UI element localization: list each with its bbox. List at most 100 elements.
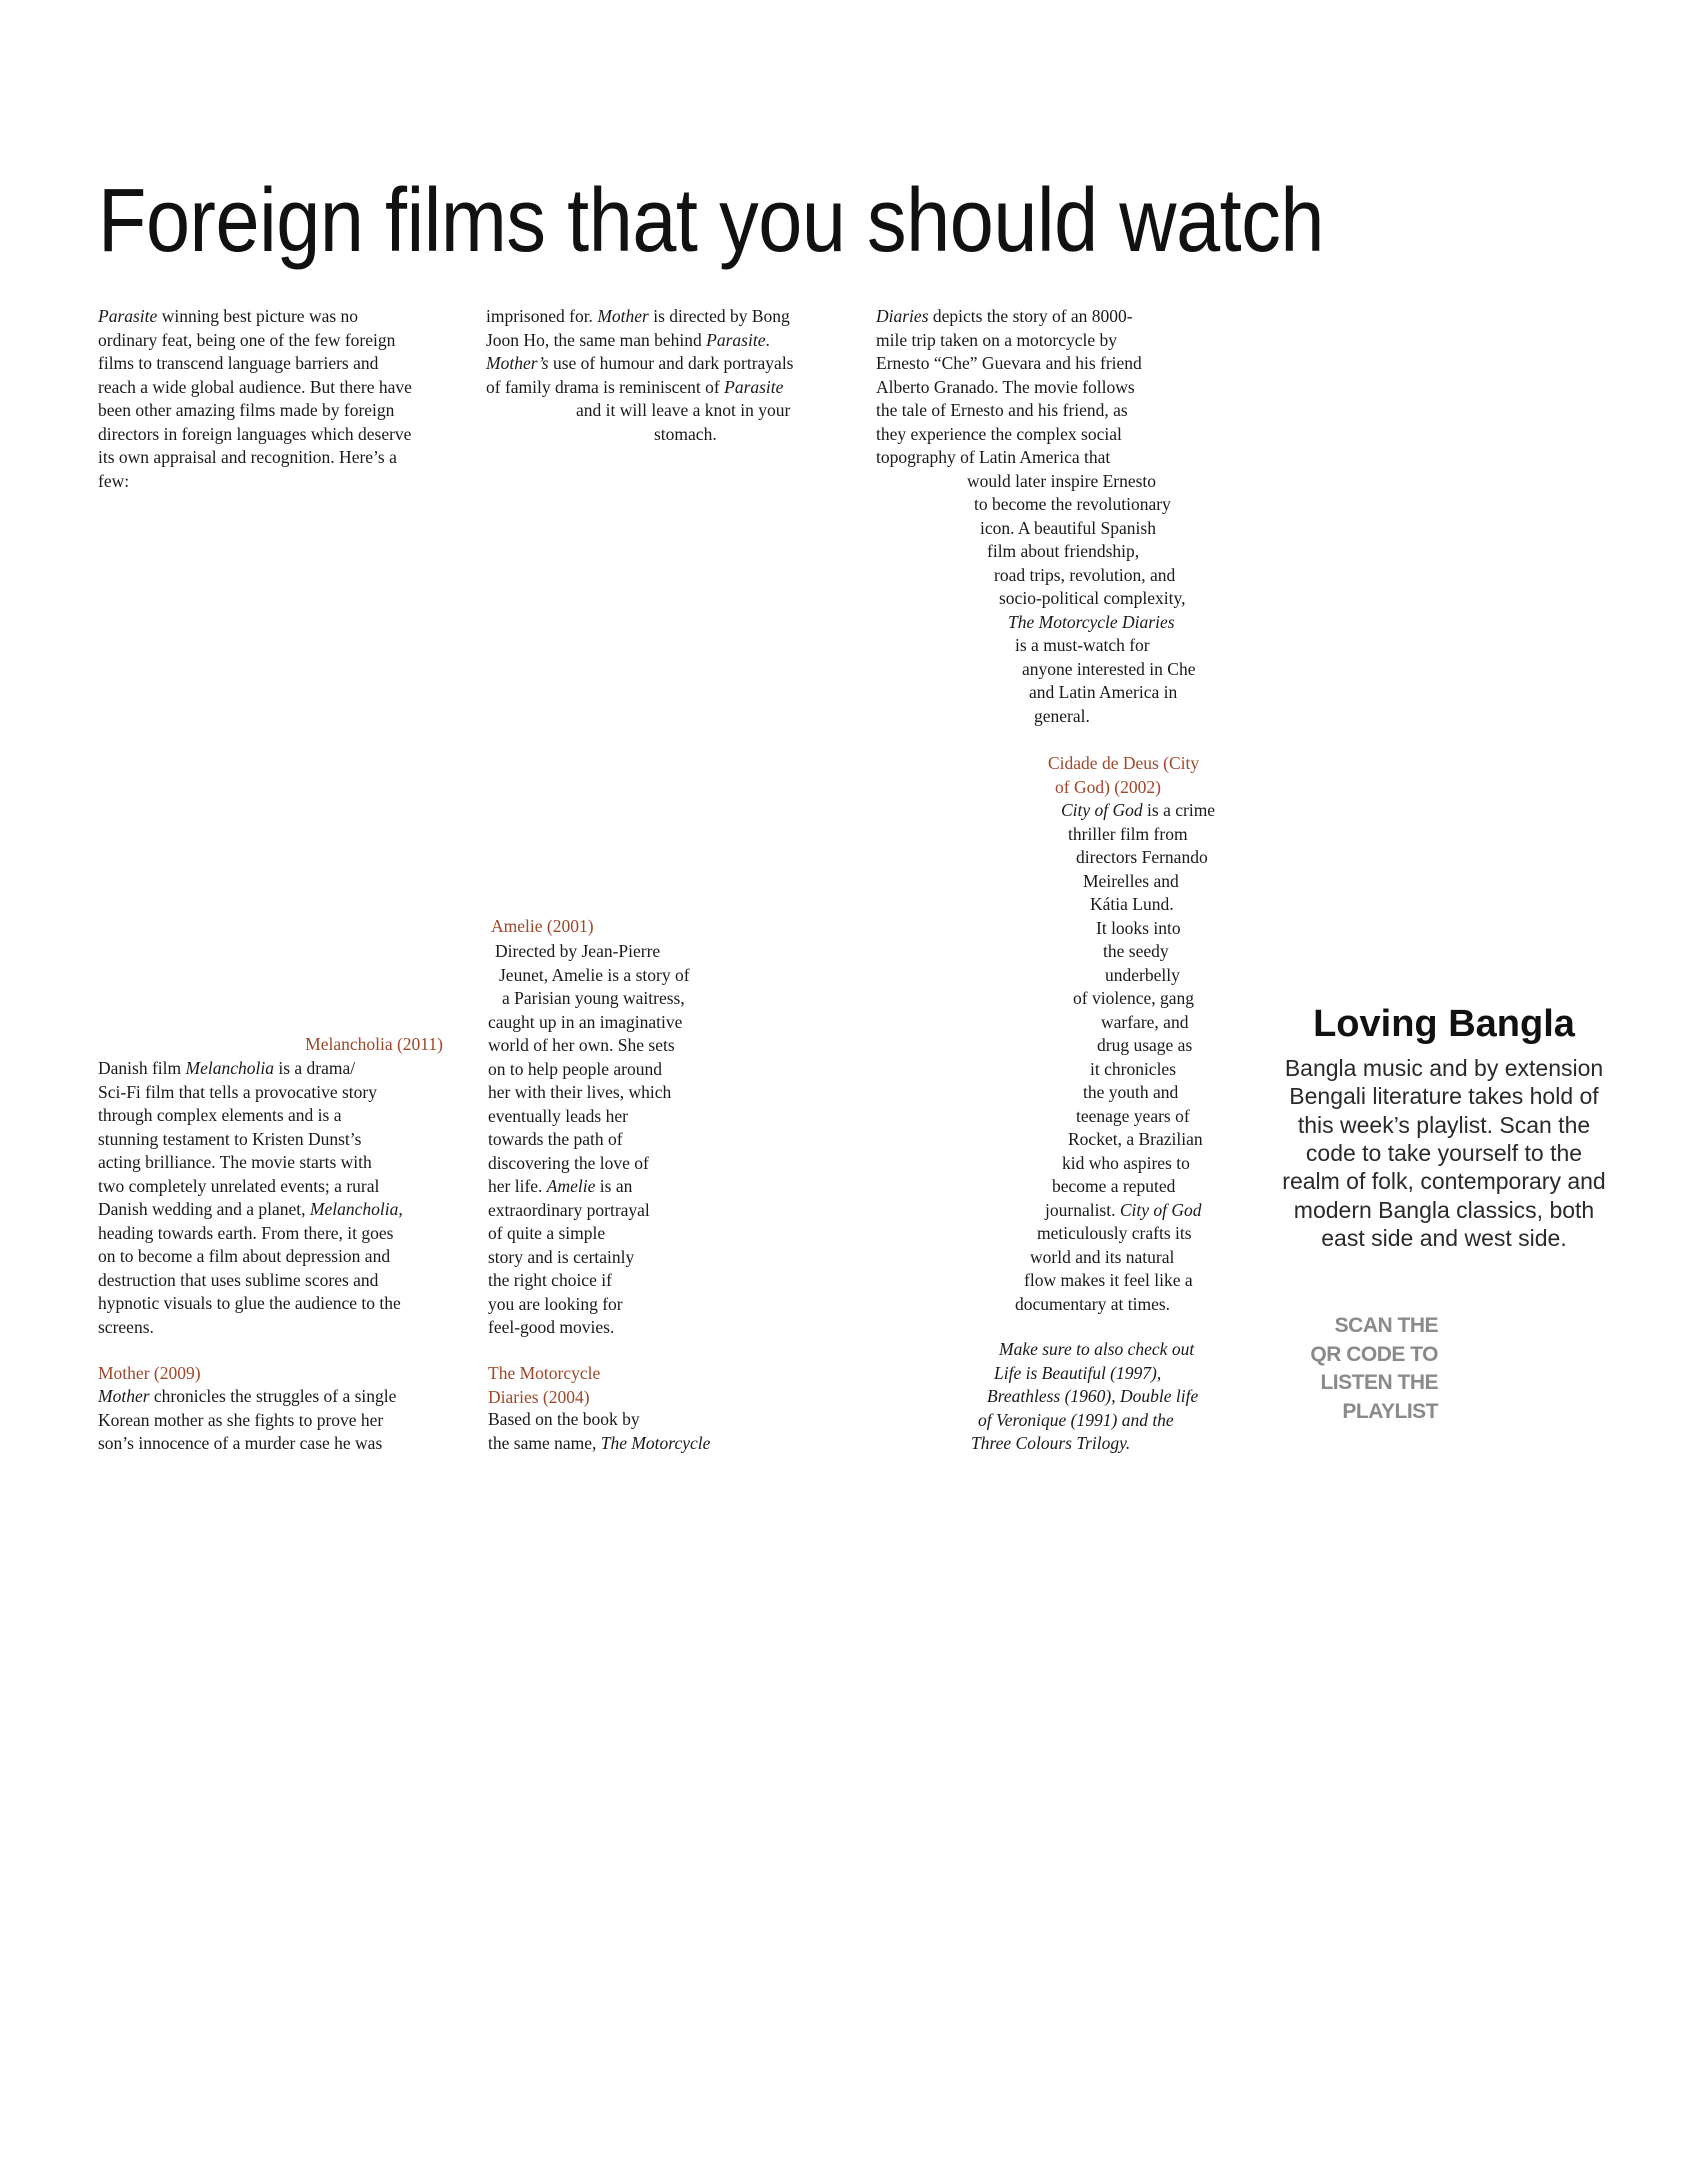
- intro-paragraph-continued-line: of family drama is reminiscent of Parasi…: [486, 376, 783, 400]
- text-run: of family drama is reminiscent of: [486, 376, 725, 397]
- film-text-city-of-god-line: It looks into: [1096, 917, 1181, 938]
- film-text-city-of-god-line: Kátia Lund.: [1090, 894, 1174, 915]
- film-text-city-of-god-line: world and its natural: [1030, 1246, 1175, 1267]
- italic-title-text: Melancholia: [185, 1058, 274, 1079]
- intro-paragraph-line: films to transcend language barriers and: [98, 353, 379, 374]
- film-text-amelie-line: caught up in an imaginative: [488, 1011, 683, 1032]
- text-run: imprisoned for.: [486, 306, 598, 327]
- closing-note-line: Breathless (1960), Double life: [987, 1386, 1199, 1407]
- sidebar-title: Loving Bangla: [1313, 1003, 1575, 1045]
- film-text-motorcycle-diaries-continued-line: mile trip taken on a motorcycle by: [876, 329, 1118, 350]
- text-run: is a crime: [1142, 800, 1216, 821]
- film-text-amelie-line: of quite a simple: [488, 1223, 606, 1244]
- film-text-city-of-god-line: warfare, and: [1101, 1011, 1189, 1032]
- sidebar-body-line: east side and west side.: [1321, 1224, 1567, 1251]
- film-text-motorcycle-diaries-continued-line: road trips, revolution, and: [994, 564, 1176, 585]
- film-text-city-of-god-line: Meirelles and: [1083, 870, 1179, 891]
- film-text-motorcycle-diaries-continued-line: is a must-watch for: [1015, 635, 1150, 656]
- film-text-motorcycle-diaries-line: Based on the book by: [488, 1409, 640, 1430]
- sidebar-body-line: this week’s playlist. Scan the: [1297, 1111, 1591, 1138]
- film-text-city-of-god-line: underbelly: [1105, 964, 1180, 985]
- closing-note-line: of Veronique (1991) and the: [978, 1409, 1174, 1430]
- scan-qr-line: QR CODE TO: [1310, 1342, 1438, 1366]
- film-text-amelie-line: extraordinary portrayal: [488, 1199, 650, 1220]
- film-text-motorcycle-diaries-continued-line: The Motorcycle Diaries: [1008, 611, 1175, 635]
- film-text-motorcycle-diaries-continued-line: film about friendship,: [987, 541, 1140, 562]
- italic-title-text: The Motorcycle Diaries: [1008, 611, 1175, 632]
- film-text-city-of-god-line: of violence, gang: [1073, 988, 1194, 1009]
- intro-paragraph-line: reach a wide global audience. But there …: [98, 376, 412, 397]
- italic-title-text: Mother: [597, 306, 649, 327]
- film-text-motorcycle-diaries-continued-line: Ernesto “Che” Guevara and his friend: [876, 353, 1142, 374]
- film-text-motorcycle-diaries-continued-line: icon. A beautiful Spanish: [980, 517, 1156, 538]
- film-heading-motorcycle-diaries-line: Diaries (2004): [488, 1386, 590, 1407]
- film-text-motorcycle-diaries-continued-line: anyone interested in Che: [1022, 658, 1196, 679]
- text-run: use of humour and dark portrayals: [548, 353, 794, 374]
- film-text-motorcycle-diaries-continued-line: the tale of Ernesto and his friend, as: [876, 400, 1128, 421]
- film-text-melancholia-line: acting brilliance. The movie starts with: [98, 1152, 372, 1173]
- italic-title-text: Diaries: [876, 306, 929, 327]
- italic-title-text: City of God: [1061, 800, 1143, 821]
- text-run: Danish wedding and a planet,: [98, 1199, 310, 1220]
- film-text-melancholia-line: stunning testament to Kristen Dunst’s: [98, 1128, 362, 1149]
- film-text-city-of-god-line: journalist. City of God: [1045, 1199, 1202, 1223]
- film-text-city-of-god-line: the seedy: [1103, 941, 1169, 962]
- film-text-amelie-line: her with their lives, which: [488, 1082, 672, 1103]
- italic-title-text: Parasite: [706, 329, 766, 350]
- film-text-city-of-god-line: kid who aspires to: [1062, 1152, 1190, 1173]
- closing-note-line: Life is Beautiful (1997),: [994, 1362, 1162, 1383]
- intro-paragraph-line: ordinary feat, being one of the few fore…: [98, 329, 396, 350]
- text-run: the same name,: [488, 1432, 601, 1453]
- film-text-mother-line: Mother chronicles the struggles of a sin…: [98, 1385, 396, 1409]
- film-text-mother-line: Korean mother as she fights to prove her: [98, 1409, 384, 1430]
- film-text-melancholia-line: screens.: [98, 1316, 154, 1337]
- text-run: Danish film: [98, 1058, 186, 1079]
- film-text-melancholia-line: hypnotic visuals to glue the audience to…: [98, 1293, 401, 1314]
- film-text-amelie-line: on to help people around: [488, 1058, 662, 1079]
- sidebar-body-line: code to take yourself to the: [1305, 1139, 1583, 1166]
- film-text-city-of-god-line: Rocket, a Brazilian: [1068, 1129, 1203, 1150]
- film-heading-motorcycle-diaries-line: The Motorcycle: [488, 1363, 601, 1384]
- film-text-motorcycle-diaries-continued-line: to become the revolutionary: [974, 494, 1171, 515]
- italic-title-text: Mother’s: [486, 353, 549, 374]
- film-text-melancholia-line: Sci-Fi film that tells a provocative sto…: [98, 1081, 377, 1102]
- film-text-amelie-line: world of her own. She sets: [488, 1035, 675, 1056]
- text-run: depicts the story of an 8000-: [928, 306, 1133, 327]
- intro-paragraph-line: few:: [98, 470, 130, 491]
- film-text-city-of-god-line: flow makes it feel like a: [1024, 1270, 1193, 1291]
- film-text-amelie-line: Jeunet, Amelie is a story of: [499, 964, 690, 985]
- film-text-motorcycle-diaries-continued-line: and Latin America in: [1029, 682, 1178, 703]
- closing-note-line: Make sure to also check out: [999, 1339, 1195, 1360]
- film-text-melancholia-line: through complex elements and is a: [98, 1105, 342, 1126]
- film-text-amelie-line: the right choice if: [488, 1270, 612, 1291]
- film-text-amelie-line: eventually leads her: [488, 1105, 628, 1126]
- text-run: Joon Ho, the same man behind: [486, 329, 707, 350]
- intro-paragraph-line: Parasite winning best picture was no: [98, 305, 358, 329]
- film-text-city-of-god-line: City of God is a crime: [1061, 799, 1215, 823]
- film-text-melancholia-line: Danish wedding and a planet, Melancholia…: [98, 1198, 403, 1222]
- italic-title-text: Melancholia,: [309, 1199, 403, 1220]
- page-title: Foreign films that you should watch: [98, 171, 1325, 271]
- film-text-amelie-line: a Parisian young waitress,: [502, 988, 685, 1009]
- intro-paragraph-continued-line: Mother’s use of humour and dark portraya…: [486, 352, 794, 376]
- film-text-motorcycle-diaries-line: the same name, The Motorcycle: [488, 1432, 710, 1456]
- text-run: chronicles the struggles of a single: [149, 1386, 397, 1407]
- film-heading-city-of-god-line: of God) (2002): [1055, 776, 1161, 797]
- film-text-city-of-god-line: directors Fernando: [1076, 847, 1208, 868]
- film-heading-city-of-god-line: Cidade de Deus (City: [1048, 753, 1200, 774]
- film-text-city-of-god-line: meticulously crafts its: [1037, 1223, 1192, 1244]
- italic-title-text: Mother: [98, 1386, 150, 1407]
- italic-title-text: The Motorcycle: [600, 1432, 711, 1453]
- film-text-motorcycle-diaries-continued-line: topography of Latin America that: [876, 447, 1111, 468]
- film-text-amelie-line: her life. Amelie is an: [488, 1175, 632, 1199]
- film-text-amelie-line: Directed by Jean-Pierre: [495, 941, 661, 962]
- italic-title-text: Parasite: [724, 376, 784, 397]
- film-text-motorcycle-diaries-continued-line: general.: [1034, 705, 1090, 726]
- scan-qr-line: LISTEN THE: [1320, 1371, 1438, 1395]
- film-text-melancholia-line: destruction that uses sublime scores and: [98, 1269, 379, 1290]
- film-text-amelie-line: discovering the love of: [488, 1152, 649, 1173]
- film-text-city-of-god-line: documentary at times.: [1015, 1293, 1171, 1314]
- text-run: her life.: [488, 1176, 547, 1197]
- film-text-amelie-line: story and is certainly: [488, 1246, 635, 1267]
- film-text-city-of-god-line: thriller film from: [1068, 823, 1188, 844]
